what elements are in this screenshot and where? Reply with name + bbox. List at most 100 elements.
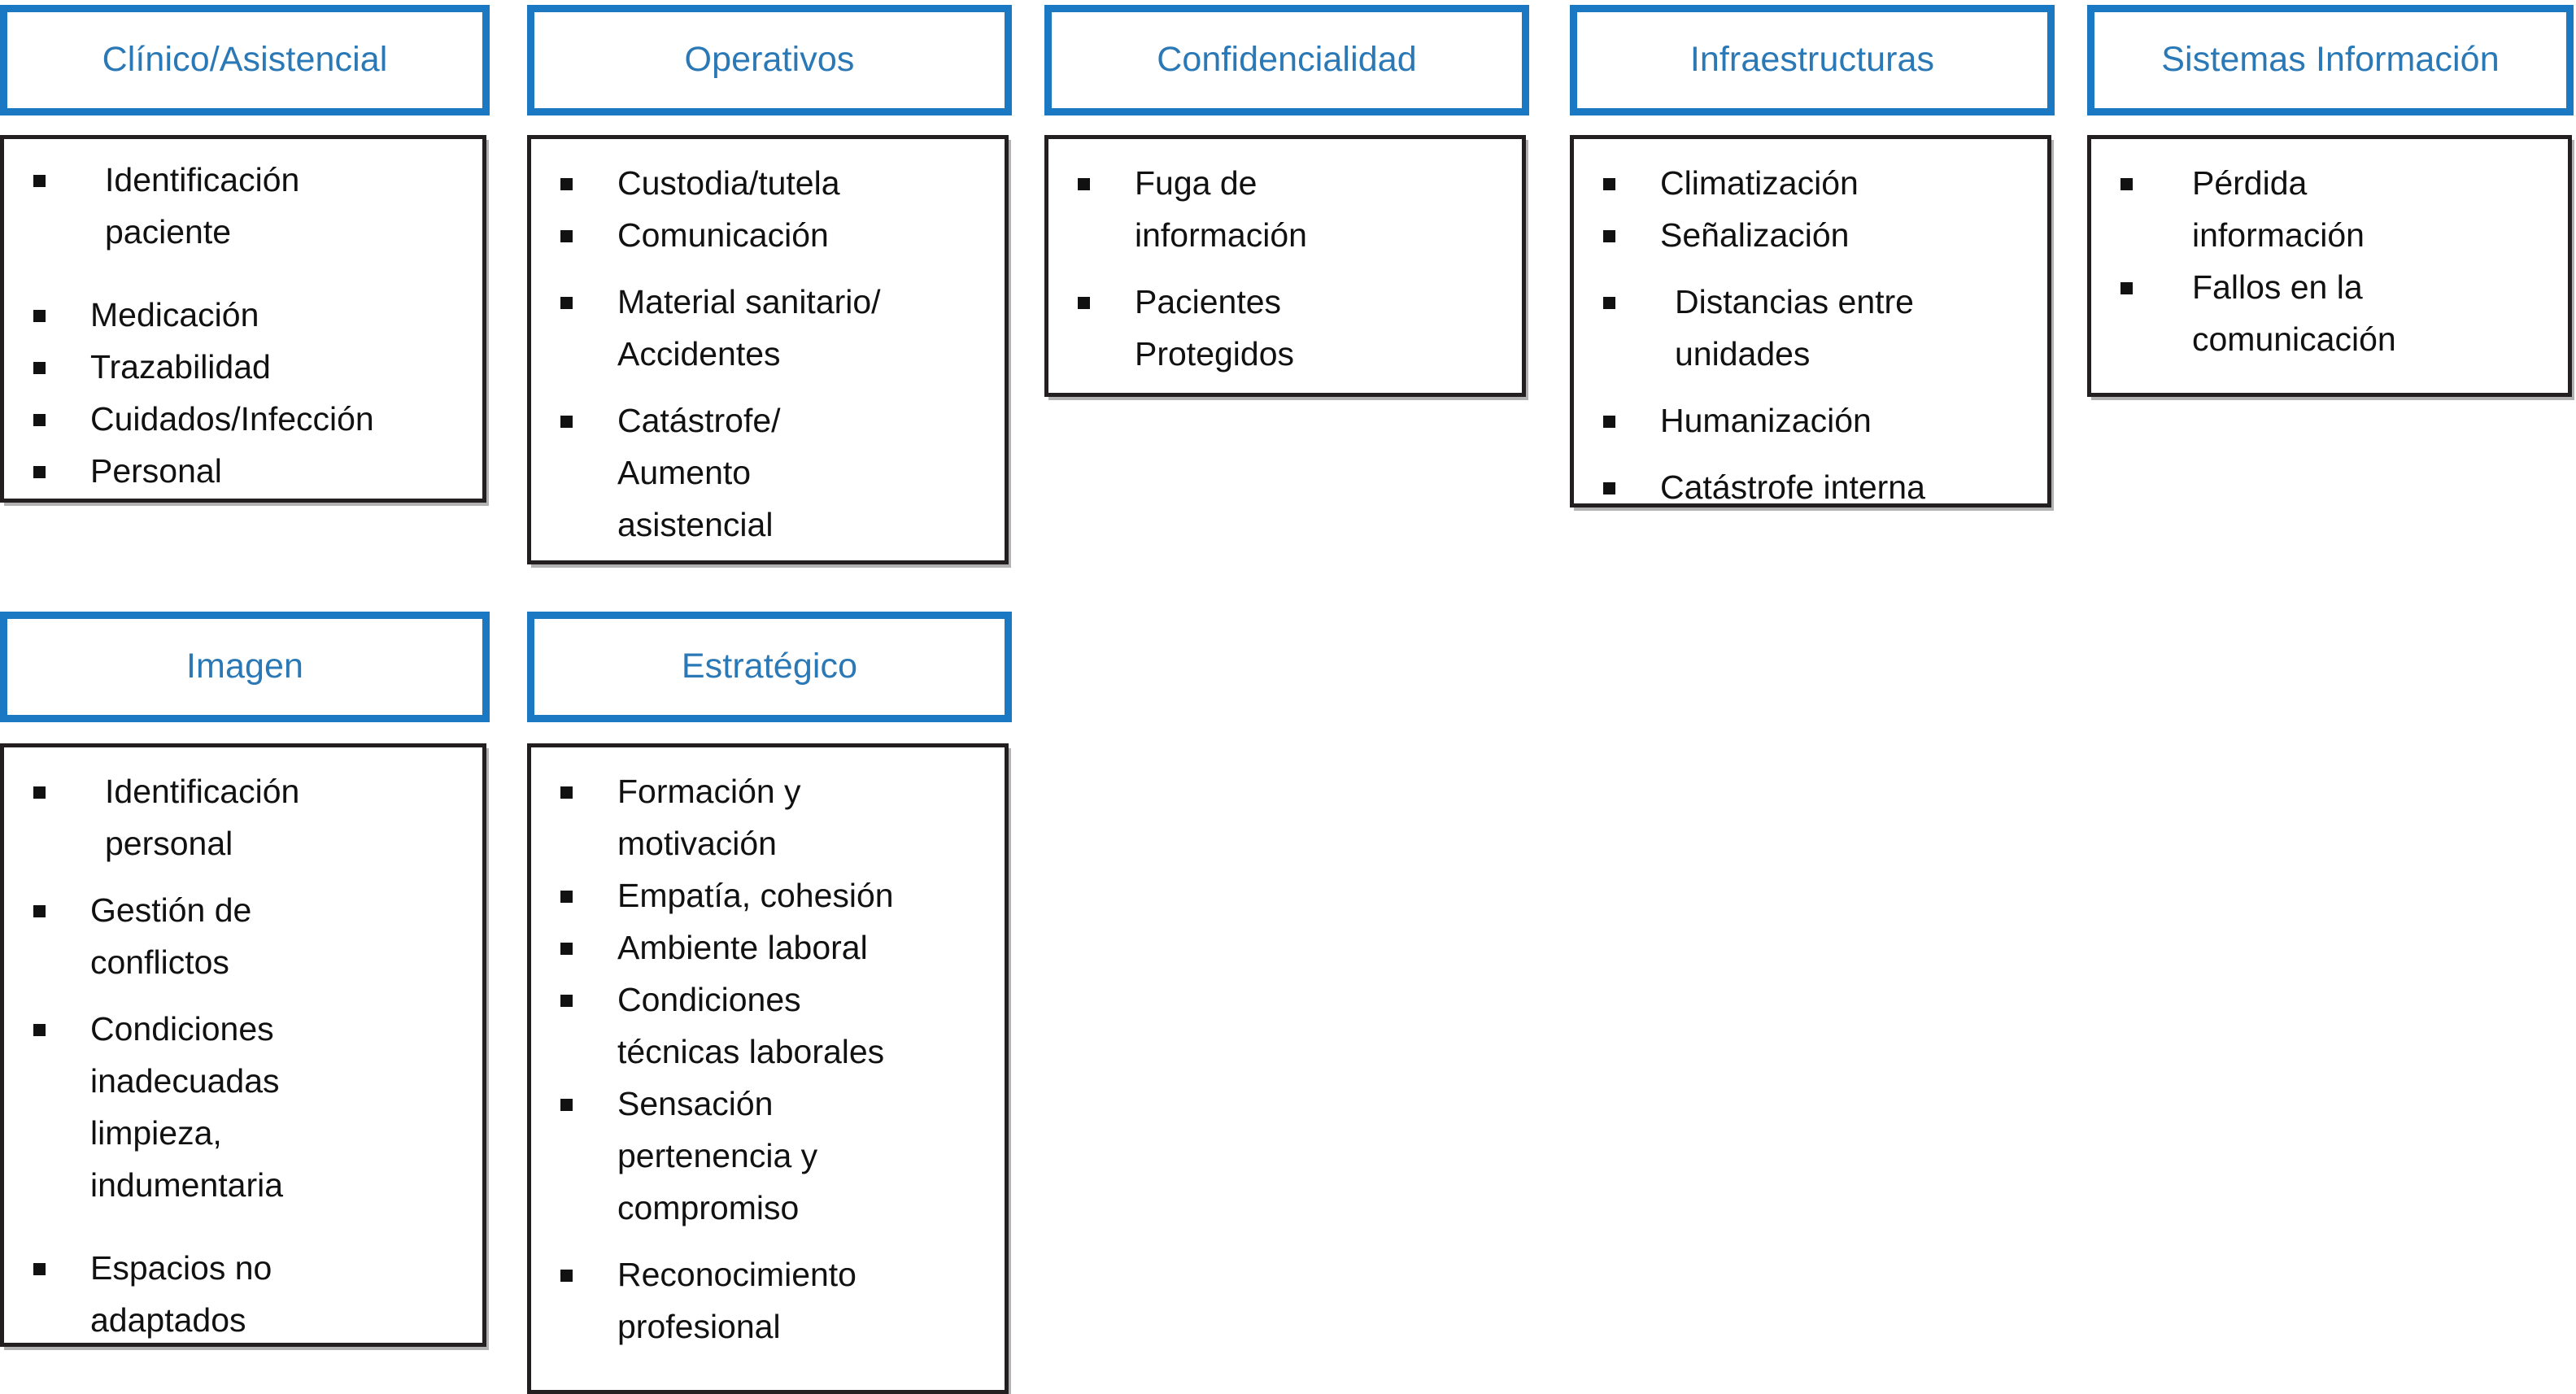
category-title: Sistemas Información	[2161, 40, 2500, 80]
list-item-label: Catástrofe interna	[1660, 468, 1925, 506]
square-bullet-icon	[560, 995, 573, 1007]
list-item[interactable]: Ambiente laboral	[531, 921, 1005, 974]
risk-list: Identificación paciente Medicación Traza…	[4, 139, 482, 497]
list-item[interactable]: Comunicación	[531, 209, 1005, 261]
category-body-clinico-asistencial: Identificación paciente Medicación Traza…	[0, 135, 486, 503]
square-bullet-icon	[560, 230, 573, 242]
risk-list: Pérdida información Fallos en la comunic…	[2091, 139, 2568, 365]
category-title: Operativos	[684, 40, 855, 80]
list-item[interactable]: Catástrofe interna	[1574, 461, 2047, 513]
category-body-estrategico: Formación y motivación Empatía, cohesión…	[527, 743, 1009, 1394]
list-item[interactable]: Señalización	[1574, 209, 2047, 261]
square-bullet-icon	[33, 786, 46, 799]
list-item-label: Formación y motivación	[617, 773, 801, 862]
list-item-label: Reconocimiento profesional	[617, 1256, 856, 1345]
category-title: Confidencialidad	[1157, 40, 1417, 80]
square-bullet-icon	[560, 297, 573, 309]
category-header-operativos[interactable]: Operativos	[527, 5, 1012, 115]
list-item[interactable]: Fuga de información	[1048, 157, 1522, 261]
list-item-label: Humanización	[1660, 402, 1872, 439]
list-item[interactable]: Material sanitario/ Accidentes	[531, 276, 1005, 380]
list-item-label: Ambiente laboral	[617, 929, 868, 966]
list-item[interactable]: Cuidados/Infección	[4, 393, 482, 445]
list-item[interactable]: Climatización	[1574, 157, 2047, 209]
list-item-label: Sensación pertenencia y compromiso	[617, 1085, 818, 1226]
square-bullet-icon	[1603, 482, 1615, 494]
category-header-sistemas-informacion[interactable]: Sistemas Información	[2087, 5, 2574, 115]
square-bullet-icon	[33, 905, 46, 917]
list-item[interactable]: Trazabilidad	[4, 341, 482, 393]
category-header-imagen[interactable]: Imagen	[0, 612, 490, 722]
category-header-estrategico[interactable]: Estratégico	[527, 612, 1012, 722]
list-item[interactable]: Pacientes Protegidos	[1048, 276, 1522, 380]
category-title: Imagen	[185, 647, 304, 686]
list-item[interactable]: Catástrofe/ Aumento asistencial	[531, 394, 1005, 551]
square-bullet-icon	[560, 178, 573, 190]
list-item[interactable]: Condiciones inadecuadas limpieza, indume…	[4, 1003, 482, 1211]
square-bullet-icon	[560, 943, 573, 955]
square-bullet-icon	[33, 1263, 46, 1275]
list-item[interactable]: Condiciones técnicas laborales	[531, 974, 1005, 1078]
square-bullet-icon	[560, 1270, 573, 1282]
category-title: Clínico/Asistencial	[102, 40, 388, 80]
list-item-label: Pérdida información	[2192, 164, 2365, 254]
list-item-label: Comunicación	[617, 216, 829, 254]
list-item-label: Trazabilidad	[90, 348, 271, 386]
category-body-infraestructuras: Climatización Señalización Distancias en…	[1570, 135, 2051, 508]
list-item-label: Material sanitario/ Accidentes	[617, 283, 881, 372]
list-item[interactable]: Custodia/tutela	[531, 157, 1005, 209]
square-bullet-icon	[33, 414, 46, 426]
square-bullet-icon	[33, 310, 46, 322]
square-bullet-icon	[1603, 416, 1615, 428]
list-item-label: Custodia/tutela	[617, 164, 840, 202]
list-item-label: Cuidados/Infección	[90, 400, 374, 438]
list-item-label: Identificación paciente	[105, 161, 300, 250]
risk-list: Formación y motivación Empatía, cohesión…	[531, 747, 1005, 1353]
list-item[interactable]: Humanización	[1574, 394, 2047, 447]
list-item-label: Fuga de información	[1135, 164, 1307, 254]
square-bullet-icon	[1603, 178, 1615, 190]
list-item[interactable]: Formación y motivación	[531, 765, 1005, 869]
list-item-label: Pacientes Protegidos	[1135, 283, 1295, 372]
category-header-clinico-asistencial[interactable]: Clínico/Asistencial	[0, 5, 490, 115]
list-item-label: Fallos en la comunicación	[2192, 268, 2396, 358]
risk-list: Fuga de información Pacientes Protegidos	[1048, 139, 1522, 380]
square-bullet-icon	[560, 1099, 573, 1111]
list-item[interactable]: Medicación	[4, 289, 482, 341]
square-bullet-icon	[1603, 230, 1615, 242]
list-item[interactable]: Identificación personal	[4, 765, 482, 869]
category-header-confidencialidad[interactable]: Confidencialidad	[1044, 5, 1529, 115]
list-item-label: Condiciones técnicas laborales	[617, 981, 885, 1070]
list-item-label: Medicación	[90, 296, 259, 333]
list-item-label: Identificación personal	[105, 773, 300, 862]
category-body-imagen: Identificación personal Gestión de confl…	[0, 743, 486, 1347]
risk-list: Custodia/tutela Comunicación Material sa…	[531, 139, 1005, 551]
list-item[interactable]: Pérdida información	[2091, 157, 2568, 261]
list-item-label: Condiciones inadecuadas limpieza, indume…	[90, 1010, 284, 1204]
square-bullet-icon	[560, 891, 573, 903]
list-item-label: Personal	[90, 452, 222, 490]
list-item[interactable]: Sensación pertenencia y compromiso	[531, 1078, 1005, 1234]
square-bullet-icon	[1078, 178, 1090, 190]
list-item[interactable]: Fallos en la comunicación	[2091, 261, 2568, 365]
list-item[interactable]: Espacios no adaptados	[4, 1242, 482, 1346]
list-item-label: Señalización	[1660, 216, 1850, 254]
list-item[interactable]: Reconocimiento profesional	[531, 1248, 1005, 1353]
square-bullet-icon	[560, 416, 573, 428]
list-item[interactable]: Gestión de conflictos	[4, 884, 482, 988]
risk-list: Identificación personal Gestión de confl…	[4, 747, 482, 1346]
list-item-label: Gestión de conflictos	[90, 891, 252, 981]
category-header-infraestructuras[interactable]: Infraestructuras	[1570, 5, 2055, 115]
list-item[interactable]: Empatía, cohesión	[531, 869, 1005, 921]
risk-list: Climatización Señalización Distancias en…	[1574, 139, 2047, 513]
list-item-label: Distancias entre unidades	[1675, 283, 1914, 372]
list-item-label: Empatía, cohesión	[617, 877, 894, 914]
list-item[interactable]: Identificación paciente	[4, 154, 482, 258]
category-body-confidencialidad: Fuga de información Pacientes Protegidos	[1044, 135, 1526, 397]
category-body-sistemas-informacion: Pérdida información Fallos en la comunic…	[2087, 135, 2572, 397]
list-item[interactable]: Personal	[4, 445, 482, 497]
list-item[interactable]: Distancias entre unidades	[1574, 276, 2047, 380]
square-bullet-icon	[2121, 178, 2133, 190]
square-bullet-icon	[33, 466, 46, 478]
